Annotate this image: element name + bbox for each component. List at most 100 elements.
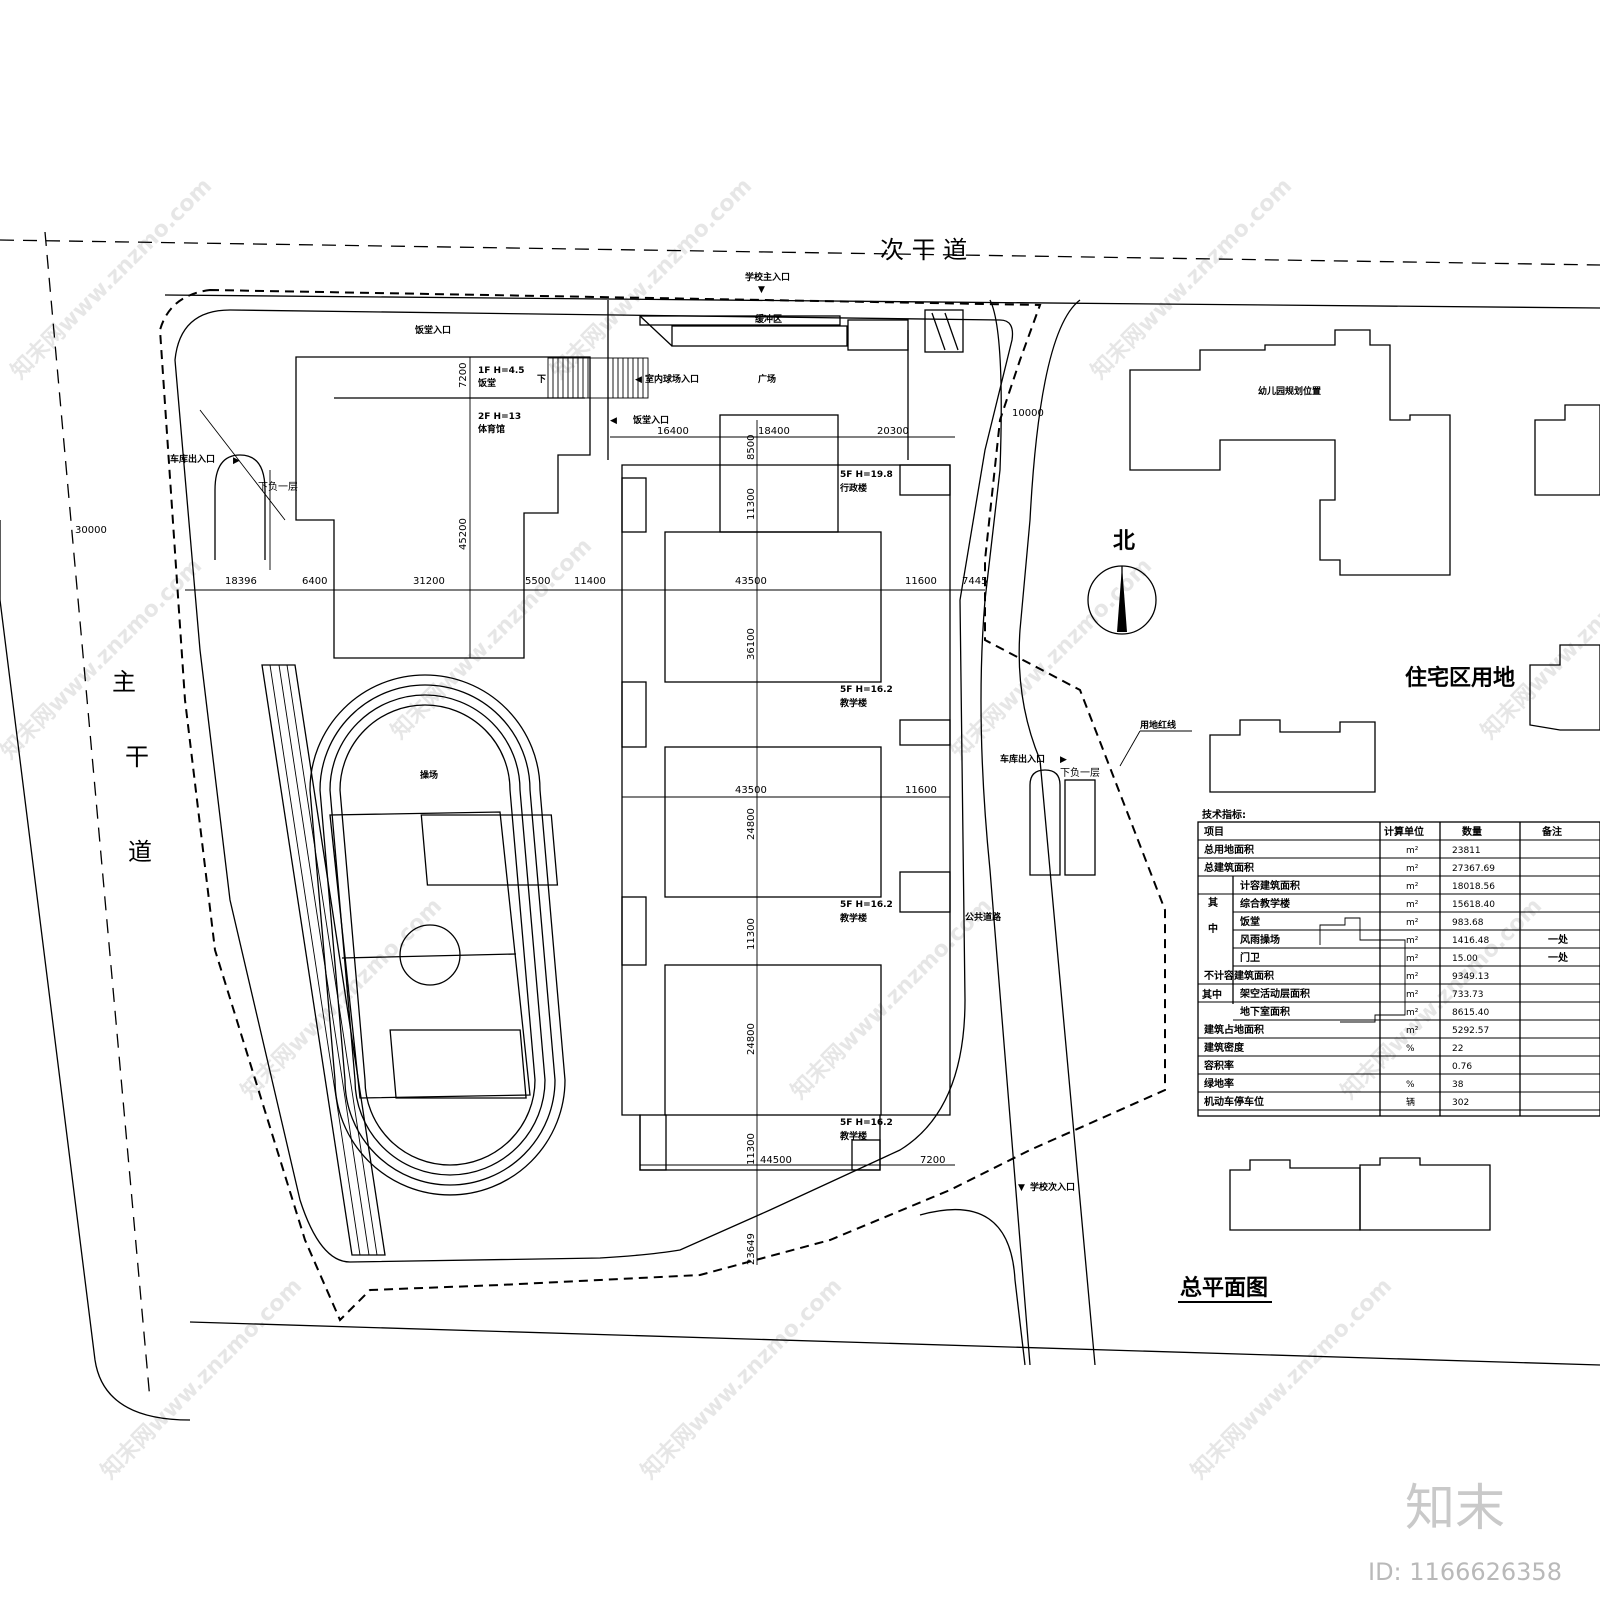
red-line-label: 用地红线 [1139,719,1176,731]
table-qty-cell: 8615.40 [1452,1008,1489,1018]
site-red-line [158,288,1166,1322]
gym-height-label: 2F H=13 [478,412,521,422]
table-item-cell: 建筑占地面积 [1203,1023,1264,1036]
table-unit-cell: m² [1406,846,1419,856]
watermark-text: 知末网www.znzmo.com [1336,893,1547,1104]
table-caption: 技术指标: [1202,808,1246,821]
garage-west-entrance-label: 车库出入口 [170,453,215,465]
canteen-entrance-side-label: 饭堂入口 [632,414,669,426]
dim-label: 11300 [746,918,757,950]
gym-label: 体育馆 [478,423,505,435]
watermark-text: 知末网www.znzmo.com [546,173,757,384]
dim-label: 7445 [962,576,987,587]
table-unit-cell: m² [1406,864,1419,874]
dim-label: 10000 [1012,408,1044,419]
table-item-cell: 容积率 [1203,1059,1234,1072]
dim-label: 11400 [574,576,606,587]
canteen-gym-block [199,356,649,659]
admin-label: 行政楼 [839,482,867,494]
table-qty-cell: 733.73 [1452,990,1484,1000]
canteen-entrance-top-label: 饭堂入口 [414,324,451,336]
watermark-id: ID: 1166626358 [1368,1558,1562,1586]
entrance-plaza [607,300,964,460]
dim-label: 24800 [746,1023,757,1055]
watermark-text: 知末网www.znzmo.com [636,1273,847,1484]
table-item-cell: 门卫 [1240,951,1260,964]
table-qty-cell: 1416.48 [1452,936,1489,946]
main-road-label-1: 主 [112,668,136,696]
table-unit-cell: m² [1406,882,1419,892]
dim-label: 18396 [225,576,257,587]
dim-label: 18400 [758,426,790,437]
table-unit-cell: % [1406,1044,1415,1054]
canteen-label: 饭堂 [477,377,496,389]
table-unit-cell: m² [1406,1008,1419,1018]
table-qty-cell: 18018.56 [1452,882,1495,892]
school-main-entrance-label: 学校主入口 [745,271,790,283]
table-header-cell: 项目 [1204,826,1224,838]
main-road-label-3: 道 [128,838,152,866]
table-unit-cell: m² [1406,900,1419,910]
watermark-text: 知末网www.znzmo.com [386,533,597,744]
dim-label: 5500 [525,576,550,587]
teach2-height-label: 5F H=16.2 [840,900,893,910]
table-qty-cell: 983.68 [1452,918,1484,928]
admin-height-label: 5F H=19.8 [840,470,893,480]
table-item-cell: 总建筑面积 [1204,861,1254,874]
entrance-arrow-icon: ◀ [635,375,642,385]
table-item-cell: 计容建筑面积 [1240,879,1300,892]
table-item-cell: 地下室面积 [1240,1005,1290,1018]
table-qty-cell: 15.00 [1452,954,1478,964]
table-qty-cell: 23811 [1452,846,1481,856]
dim-label: 30000 [75,525,107,536]
north-label: 北 [1113,529,1135,554]
secondary-road-label: 次 干 道 [880,236,967,264]
table-qty-cell: 27367.69 [1452,864,1495,874]
public-road-label: 公共道路 [965,911,1002,923]
table-item-cell: 机动车停车位 [1204,1095,1264,1108]
indoor-court-entrance-label: 室内球场入口 [645,373,699,385]
garage-east-entrance-label: 车库出入口 [1000,753,1045,765]
watermark-text: 知末网www.znzmo.com [96,1273,307,1484]
table-unit-cell: m² [1406,1026,1419,1036]
plan-title: 总平面图 [1180,1275,1268,1301]
entrance-arrow-icon: ▶ [233,456,240,466]
table-item-cell: 绿地率 [1204,1077,1234,1090]
playground-label: 操场 [420,769,438,781]
north-arrow-icon [1087,565,1157,635]
kindergarten-label: 幼儿园规划位置 [1258,385,1321,397]
dim-label: 24800 [746,808,757,840]
dim-label: 43500 [735,785,767,796]
table-unit-cell: m² [1406,918,1419,928]
table-item-cell: 风雨操场 [1240,933,1280,946]
dim-label: 43500 [735,576,767,587]
entrance-arrow-icon: ▼ [758,285,765,295]
dim-label: 11600 [905,576,937,587]
campus-ring-road [174,309,1014,1263]
table-header-cell: 计算单位 [1384,825,1424,838]
teach3-label: 教学楼 [839,1130,867,1142]
table-qty-cell: 15618.40 [1452,900,1495,910]
canteen-height-label: 1F H=4.5 [478,366,525,376]
entrance-arrow-icon: ◀ [610,416,617,426]
table-item-cell: 饭堂 [1239,915,1260,928]
dim-label: 8500 [746,435,757,460]
teaching-complex [185,414,985,1265]
running-track [261,664,566,1256]
watermark-text: 知末网www.znzmo.com [0,553,207,764]
dim-label: 23649 [746,1233,757,1265]
dim-label: 20300 [877,426,909,437]
table-group-label: 其中 [1202,988,1222,1001]
table-group-label: 中 [1208,922,1218,935]
table-unit-cell: m² [1406,990,1419,1000]
table-qty-cell: 302 [1452,1098,1469,1108]
table-qty-cell: 38 [1452,1080,1464,1090]
main-road-label-2: 干 [125,743,149,771]
dim-label: 6400 [302,576,327,587]
watermark-layer: 知末网www.znzmo.com 知末网www.znzmo.com 知末网www… [0,173,1600,1484]
dim-label: 11300 [746,1133,757,1165]
table-unit-cell: 辆 [1406,1096,1415,1108]
table-qty-cell: 0.76 [1452,1062,1472,1072]
